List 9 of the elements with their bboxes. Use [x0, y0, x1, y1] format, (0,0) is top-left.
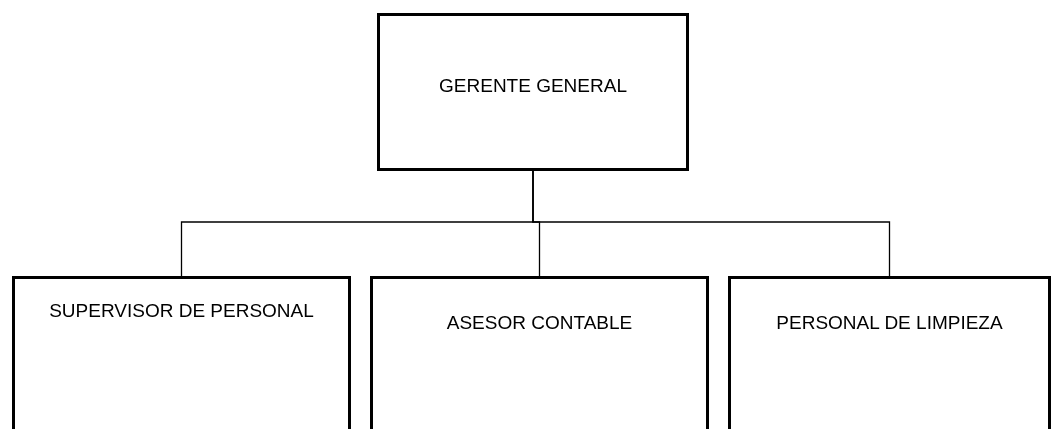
position-title: PERSONAL DE LIMPIEZA [776, 311, 1003, 335]
connector-line [532, 170, 891, 277]
position-title: GERENTE GENERAL [439, 74, 627, 98]
position-title: ASESOR CONTABLE [446, 311, 633, 335]
org-box [377, 13, 689, 171]
org-box [728, 276, 1051, 429]
position-title: SUPERVISOR DE PERSONAL [49, 299, 314, 323]
org-box [370, 276, 709, 429]
org-box [12, 276, 351, 429]
